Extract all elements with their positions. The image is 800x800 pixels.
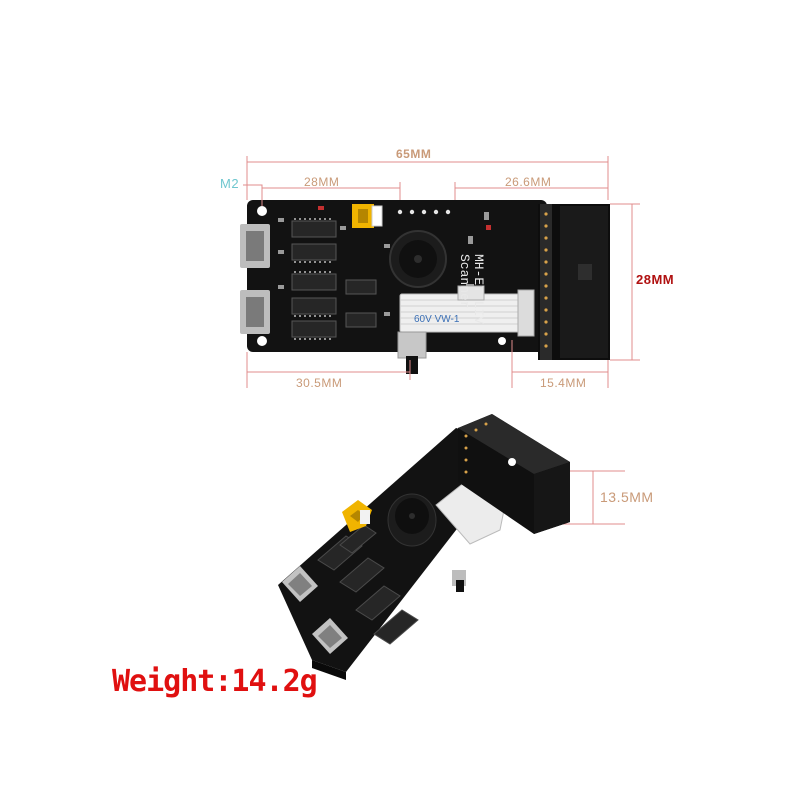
dim-label-total-width: 65MM: [396, 147, 432, 161]
mount-hole-top-left: [257, 206, 267, 216]
weight-label: Weight:14.2g: [112, 664, 318, 699]
silkscreen-scanner: Scanner: [457, 254, 472, 309]
ic-chips: [291, 220, 377, 338]
push-button-top: [397, 331, 427, 374]
mount-hole-bottom-mid: [498, 337, 506, 345]
cable-print: 60V VW-1: [414, 314, 460, 325]
dim-label-right-section: 26.6MM: [505, 175, 552, 189]
mount-hole-bottom-left: [257, 336, 267, 346]
dim-label-bottom-right: 15.4MM: [540, 376, 587, 390]
ribbon-cable-top: [399, 289, 535, 337]
jumper-block-angled: [342, 500, 372, 532]
dim-label-left-section: 28MM: [304, 175, 340, 189]
scanner-module-angled: [458, 414, 570, 534]
usb-ports-angled: [282, 566, 348, 654]
buzzer-angled: [387, 493, 437, 547]
buzzer-top: [389, 230, 447, 288]
silkscreen-brand: MH-ET LIV: [471, 254, 486, 324]
dim-label-height: 28MM: [636, 272, 675, 287]
push-button-angled: [452, 570, 466, 592]
dim-label-hole: M2: [220, 176, 240, 191]
dim-label-depth: 13.5MM: [600, 489, 654, 505]
silkscreen-brand-line1: MH-ET LIV: [471, 254, 486, 325]
dim-label-bottom-left: 30.5MM: [296, 376, 343, 390]
jumper-block-top: [352, 204, 383, 228]
scanner-module-top: [538, 204, 610, 360]
silkscreen-brand-line2: Scanner: [457, 254, 472, 309]
